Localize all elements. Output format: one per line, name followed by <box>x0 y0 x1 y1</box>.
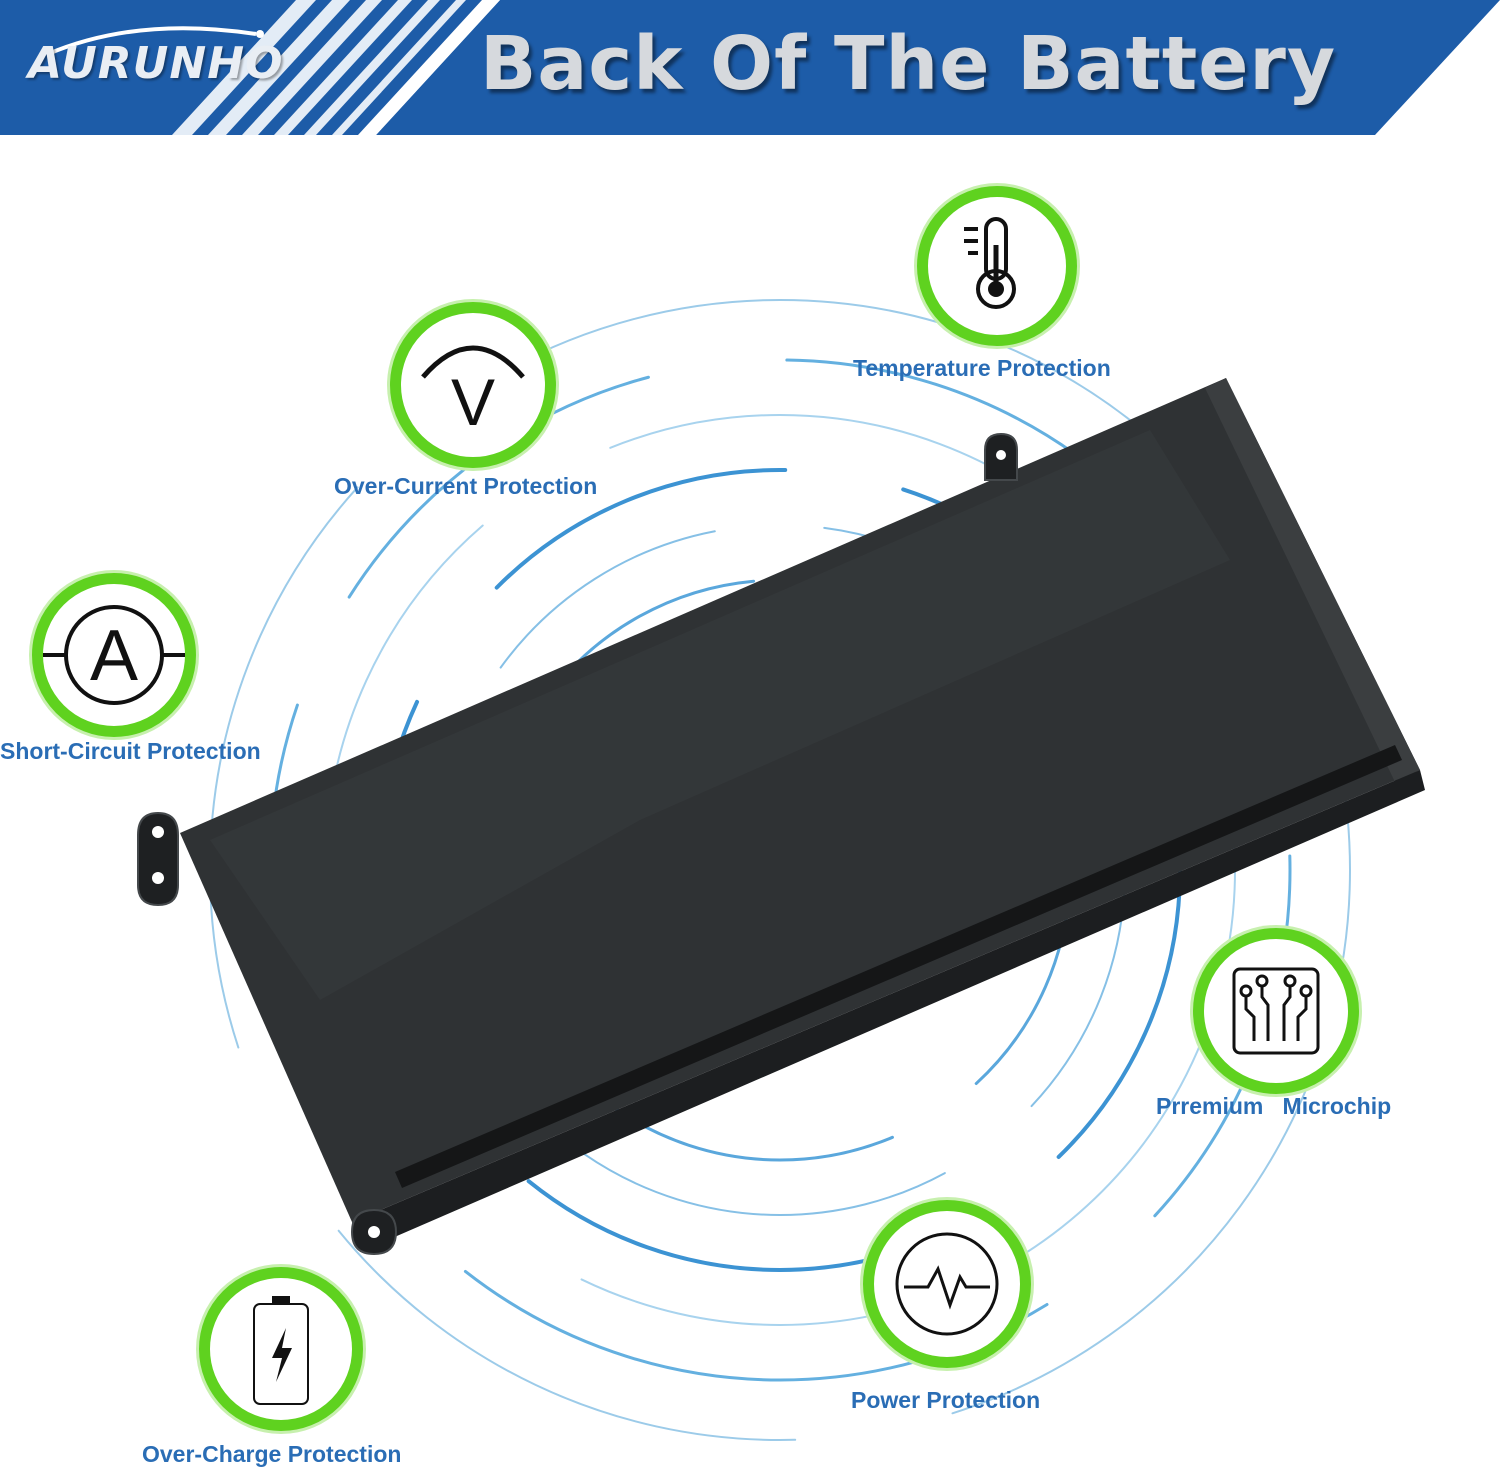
over-current-protection-label: Over-Current Protection <box>334 473 598 499</box>
temperature-protection-label: Temperature Protection <box>853 355 1111 381</box>
temperature-feature-badge <box>917 186 1077 346</box>
short-circuit-feature-badge: A <box>32 573 196 737</box>
svg-text:V: V <box>451 365 495 439</box>
brand-name: AURUNHO <box>28 38 284 89</box>
svg-text:A: A <box>90 616 138 696</box>
brand-logo: AURUNHO <box>28 22 282 102</box>
short-circuit-protection-label: Short-Circuit Protection <box>0 738 261 764</box>
power-feature-badge <box>863 1200 1031 1368</box>
over-charge-feature-badge <box>199 1267 363 1431</box>
over-current-feature-badge: V <box>390 302 556 468</box>
battery-charge-icon <box>253 1296 309 1405</box>
over-charge-protection-label: Over-Charge Protection <box>142 1441 402 1467</box>
microchip-feature-badge <box>1193 928 1359 1094</box>
header-banner: AURUNHO Back Of The Battery <box>0 0 1500 135</box>
voltmeter-icon: V <box>421 345 525 439</box>
microchip-icon <box>1232 967 1320 1055</box>
ammeter-icon: A <box>43 605 185 705</box>
power-protection-label: Power Protection <box>851 1387 1041 1413</box>
premium-microchip-label: Prremium Microchip <box>1156 1093 1392 1119</box>
page-title: Back Of The Battery <box>480 21 1337 107</box>
waveform-icon <box>895 1232 999 1336</box>
thermometer-icon <box>964 217 1016 309</box>
logo-swoosh <box>47 26 264 56</box>
